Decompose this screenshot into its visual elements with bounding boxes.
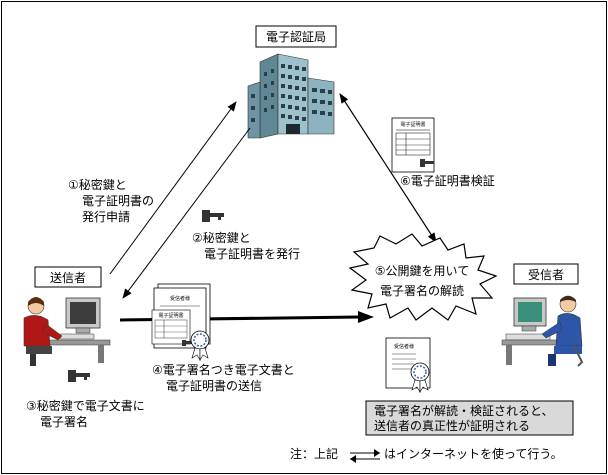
step2-line2: 電子証明書を発行 [204, 247, 300, 261]
step3-line2: 電子署名 [40, 414, 88, 429]
certificate-doc-title: 電子証明書 [400, 121, 425, 128]
step1-line2: 電子証明書の [82, 194, 154, 208]
key-icon [68, 370, 90, 382]
receiver-label-box: 受信者 [513, 263, 579, 285]
step1-line1: ①秘密鍵と [68, 177, 127, 192]
result-line2: 送信者の真正性が証明される [374, 418, 530, 433]
step5-line2: 電子署名の解読 [380, 283, 464, 298]
result-box: 電子署名が解読・検証されると、 送信者の真正性が証明される [365, 400, 574, 436]
step4-line2: 電子証明書の送信 [166, 378, 262, 393]
arrow-verify [339, 93, 437, 243]
received-doc-title: 受信者様 [394, 343, 414, 350]
building-icon [247, 53, 335, 139]
ca-label-box: 電子認証局 [255, 25, 337, 48]
result-line1: 電子署名が解読・検証されると、 [374, 403, 554, 418]
step5-line1: ⑤公開鍵を用いて [375, 263, 469, 278]
receiver-person-icon [501, 295, 584, 367]
signed-doc-cert-title: 電子証明書 [158, 312, 183, 319]
sender-person-icon [23, 297, 111, 366]
decrypt-starburst: ⑤公開鍵を用いて 電子署名の解読 [348, 233, 498, 321]
arrow-issue [122, 127, 251, 299]
received-document-icon: 受信者様 [385, 337, 431, 394]
certificate-document-icon: 電子証明書 [391, 117, 435, 173]
note-suffix: はインターネットを使って行う。 [384, 446, 563, 461]
double-arrow-icon [350, 449, 380, 463]
sender-label: 送信者 [50, 270, 86, 285]
key-icon [202, 210, 224, 222]
note-prefix: 注：上記 [290, 446, 338, 461]
ca-label: 電子認証局 [266, 29, 326, 44]
step3-line1: ③秘密鍵で電子文書に [26, 398, 145, 413]
step2-line1: ②秘密鍵と [192, 230, 251, 245]
signed-doc-title: 受信者様 [170, 295, 190, 302]
receiver-label: 受信者 [528, 268, 564, 282]
arrow-send-head [358, 311, 374, 323]
signed-document-icon: 受信者様 電子証明書 [151, 283, 211, 362]
step1-line3: 発行申請 [82, 210, 130, 224]
step4-line1: ④電子署名つき電子文書と [152, 362, 295, 377]
sender-label-box: 送信者 [34, 266, 102, 288]
arrow-application [109, 101, 237, 275]
step6-label: ⑥電子証明書検証 [400, 174, 495, 188]
